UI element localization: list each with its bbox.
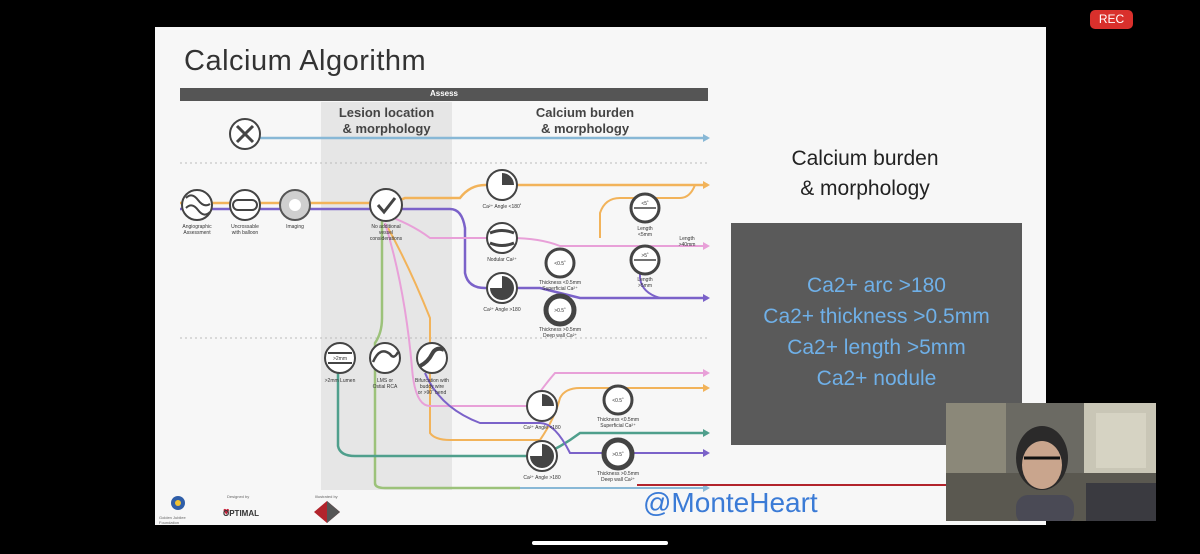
thickness-gt-node-top xyxy=(543,293,577,327)
arrow-head xyxy=(703,181,710,189)
pathway-line-pink-lower xyxy=(384,222,708,407)
criteria-item: Ca2+ arc >180 xyxy=(807,274,946,297)
pathway-line-purple-lower xyxy=(424,372,708,454)
arrow-head xyxy=(703,294,710,302)
optimal-logo: OPTIMAL xyxy=(223,509,259,518)
criteria-list: Ca2+ arc >180 Ca2+ thickness >0.5mm Ca2+… xyxy=(731,270,1022,394)
arrow-head xyxy=(703,484,710,492)
angle-lt180-label-bot: Ca²⁺ Angle <180 xyxy=(523,425,560,431)
criteria-item: Ca2+ thickness >0.5mm xyxy=(763,305,990,328)
angle-gt180-node-top xyxy=(486,272,518,304)
pathway-line-purple-branch xyxy=(639,258,661,299)
criteria-item: Ca2+ length >5mm xyxy=(787,336,966,359)
illustrated-by-label: Illustrated by xyxy=(315,494,338,499)
pathway-line-green xyxy=(373,216,520,490)
callout-title: Calcium burden & morphology xyxy=(791,147,939,200)
angle-gt180-node-bot xyxy=(526,440,558,472)
lumen-node xyxy=(324,342,356,374)
thickness-lt-node-bot xyxy=(602,384,634,416)
length-gt5-label: Length>5mm xyxy=(637,277,653,289)
nodular-node xyxy=(486,222,518,254)
thickness-lt-node-top xyxy=(544,247,576,279)
pathway-line-purple xyxy=(180,207,708,300)
length-gt5-glyph: >5˚ xyxy=(641,252,649,259)
thickness-lt-glyph-bot: <0.5˚ xyxy=(612,397,624,404)
lumen-label: >2mm Lumen xyxy=(325,378,356,384)
golden-jubilee-logo xyxy=(171,496,185,510)
thickness-lt-glyph: <0.5˚ xyxy=(554,260,566,267)
criteria-item: Ca2+ nodule xyxy=(816,367,937,390)
presentation-slide: Calcium Algorithm xyxy=(155,27,1046,525)
length-gt40-label: Length>40mm xyxy=(679,236,696,248)
burden-column-header: Calcium burden & morphology xyxy=(535,105,635,136)
slide-title: Calcium Algorithm xyxy=(184,45,427,77)
lumen-glyph: >2mm xyxy=(333,356,347,362)
angle-lt180-label-top: Ca²⁺ Angle <180˚ xyxy=(483,203,522,210)
heart-icon: ♥ xyxy=(223,506,230,518)
webcam-feed xyxy=(946,403,1156,521)
thickness-gt-glyph-bot: >0.5˚ xyxy=(612,451,624,458)
pathway-line-orange-lower xyxy=(387,227,708,441)
cross-node xyxy=(229,118,261,150)
twitter-handle: @MonteHeart xyxy=(643,487,818,518)
arrow-head xyxy=(703,449,710,457)
checkmark-node xyxy=(369,188,403,222)
thickness-gt-glyph: >0.5˚ xyxy=(554,307,566,314)
recording-indicator: REC xyxy=(1090,10,1133,29)
length-lt5-glyph: <5˚ xyxy=(641,200,649,207)
lesion-column-shade xyxy=(321,102,452,490)
length-lt5-node xyxy=(629,192,661,224)
angle-lt180-node-bot xyxy=(526,390,558,422)
angle-lt180-node-top xyxy=(486,169,518,201)
imaging-label: Imaging xyxy=(286,224,304,230)
uncrossable-node xyxy=(229,189,261,221)
home-indicator[interactable] xyxy=(532,541,668,545)
thickness-gt-node-bot xyxy=(601,437,635,471)
pathway-line-orange-branch xyxy=(599,184,696,238)
arrow-head xyxy=(703,369,710,377)
pathway-line-blue xyxy=(243,136,708,150)
angle-gt180-label-top: Ca²⁺ Angle >180 xyxy=(483,307,520,313)
nodular-label: Nodular Ca²⁺ xyxy=(487,257,517,263)
assess-bar xyxy=(180,88,708,101)
bifurcation-node xyxy=(416,342,448,374)
webcam-image xyxy=(946,403,1156,521)
arrow-head xyxy=(703,242,710,250)
arrow-head xyxy=(703,134,710,142)
pathway-line-teal xyxy=(336,373,708,458)
illustrator-logo xyxy=(314,501,340,523)
lms-node xyxy=(369,342,401,374)
length-lt5-label: Length<5mm xyxy=(637,226,653,238)
imaging-node xyxy=(279,189,311,221)
footer-logos: Golden Jubilee Foundation Designed by ♥ … xyxy=(155,489,375,525)
angiographic-node xyxy=(181,189,213,221)
assess-label: Assess xyxy=(429,89,459,98)
length-gt5-node xyxy=(629,244,661,276)
arrow-head xyxy=(703,384,710,392)
golden-jubilee-text: Golden Jubilee Foundation xyxy=(159,515,186,525)
footer-rule xyxy=(637,484,1046,486)
lesion-column-header: Lesion location & morphology xyxy=(338,105,435,136)
arrow-head xyxy=(703,429,710,437)
designed-by-label: Designed by xyxy=(227,494,250,499)
angle-gt180-label-bot: Ca²⁺ Angle >180 xyxy=(523,475,560,481)
